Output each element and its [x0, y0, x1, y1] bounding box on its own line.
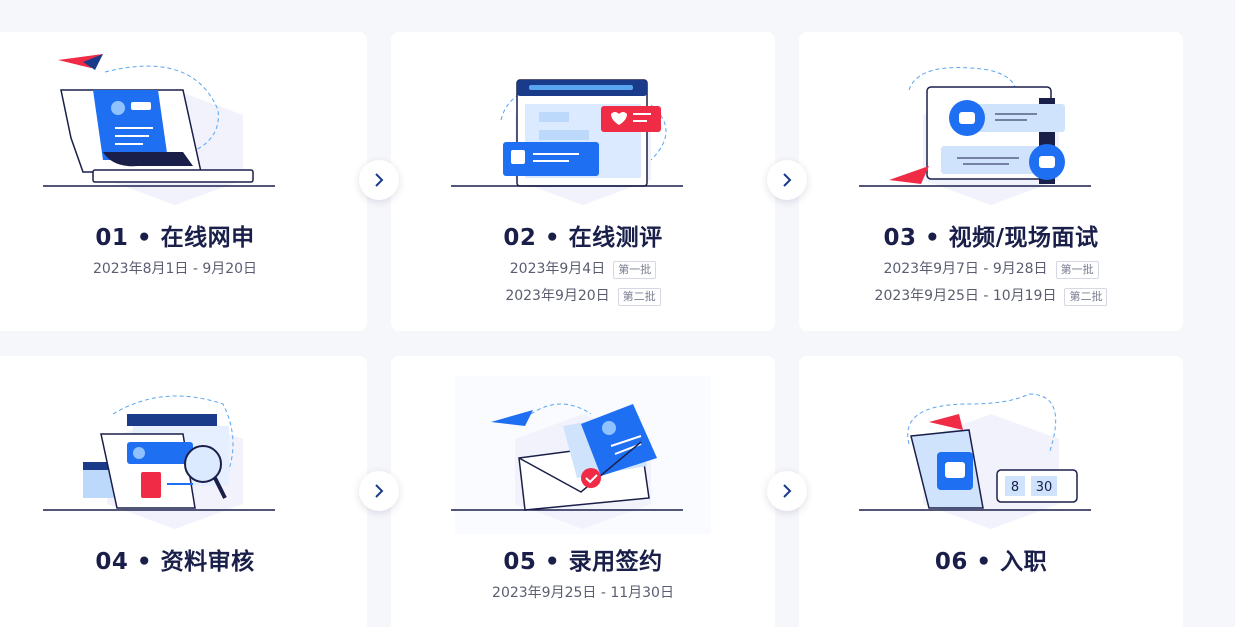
step-title: 03 • 视频/现场面试: [883, 225, 1099, 251]
chevron-right-icon: [375, 484, 384, 498]
chevron-right-icon: [783, 484, 792, 498]
step-dates: 2023年9月7日 - 9月28日 第一批 2023年9月25日 - 10月19…: [799, 256, 1183, 310]
batch-badge: 第一批: [1055, 260, 1099, 279]
date-text: 2023年9月25日 - 11月30日: [492, 585, 674, 601]
step-title: 06 • 入职: [934, 549, 1048, 575]
next-step-arrow[interactable]: [767, 471, 807, 511]
date-text: 2023年9月20日: [505, 288, 610, 304]
clock-minute: 30: [1036, 480, 1053, 495]
date-line: 2023年9月7日 - 9月28日 第一批: [799, 256, 1183, 283]
date-line: 2023年8月1日 - 9月20日: [0, 256, 367, 283]
step-dates: 2023年9月4日 第一批 2023年9月20日 第二批: [391, 256, 775, 310]
step-card-document-review: 04 • 资料审核: [0, 356, 367, 627]
step-card-online-application: 01 • 在线网申 2023年8月1日 - 9月20日: [0, 32, 367, 331]
step-card-onboarding: 8 30 06 • 入职: [799, 356, 1183, 627]
date-text: 2023年8月1日 - 9月20日: [92, 261, 258, 277]
step-card-online-assessment: 02 • 在线测评 2023年9月4日 第一批 2023年9月20日 第二批: [391, 32, 775, 331]
step-title: 04 • 资料审核: [95, 549, 255, 575]
step-dates: 2023年9月25日 - 11月30日: [391, 580, 775, 607]
date-line: 2023年9月4日 第一批: [391, 256, 775, 283]
date-text: 2023年9月7日 - 9月28日: [883, 261, 1048, 277]
batch-badge: 第一批: [613, 260, 657, 279]
interview-illustration: [859, 50, 1123, 210]
step-title: 01 • 在线网申: [95, 225, 255, 251]
onboarding-illustration: 8 30: [859, 374, 1123, 534]
step-card-offer-signing: 05 • 录用签约 2023年9月25日 - 11月30日: [391, 356, 775, 627]
date-text: 2023年9月25日 - 10月19日: [874, 288, 1057, 304]
step-title: 02 • 在线测评: [503, 225, 663, 251]
document-review-illustration: [43, 374, 307, 534]
chevron-right-icon: [375, 173, 384, 187]
online-assessment-illustration: [451, 50, 715, 210]
date-line: 2023年9月25日 - 10月19日 第二批: [799, 283, 1183, 310]
next-step-arrow[interactable]: [359, 160, 399, 200]
next-step-arrow[interactable]: [767, 160, 807, 200]
step-title: 05 • 录用签约: [503, 549, 663, 575]
next-step-arrow[interactable]: [359, 471, 399, 511]
step-card-interview: 03 • 视频/现场面试 2023年9月7日 - 9月28日 第一批 2023年…: [799, 32, 1183, 331]
batch-badge: 第二批: [1064, 287, 1108, 306]
online-application-illustration: [43, 50, 307, 210]
step-dates: 2023年8月1日 - 9月20日: [0, 256, 367, 283]
batch-badge: 第二批: [617, 287, 661, 306]
date-line: 2023年9月20日 第二批: [391, 283, 775, 310]
date-line: 2023年9月25日 - 11月30日: [391, 580, 775, 607]
clock-hour: 8: [1011, 480, 1019, 495]
chevron-right-icon: [783, 173, 792, 187]
offer-signing-illustration: [451, 374, 715, 534]
date-text: 2023年9月4日: [509, 261, 606, 277]
